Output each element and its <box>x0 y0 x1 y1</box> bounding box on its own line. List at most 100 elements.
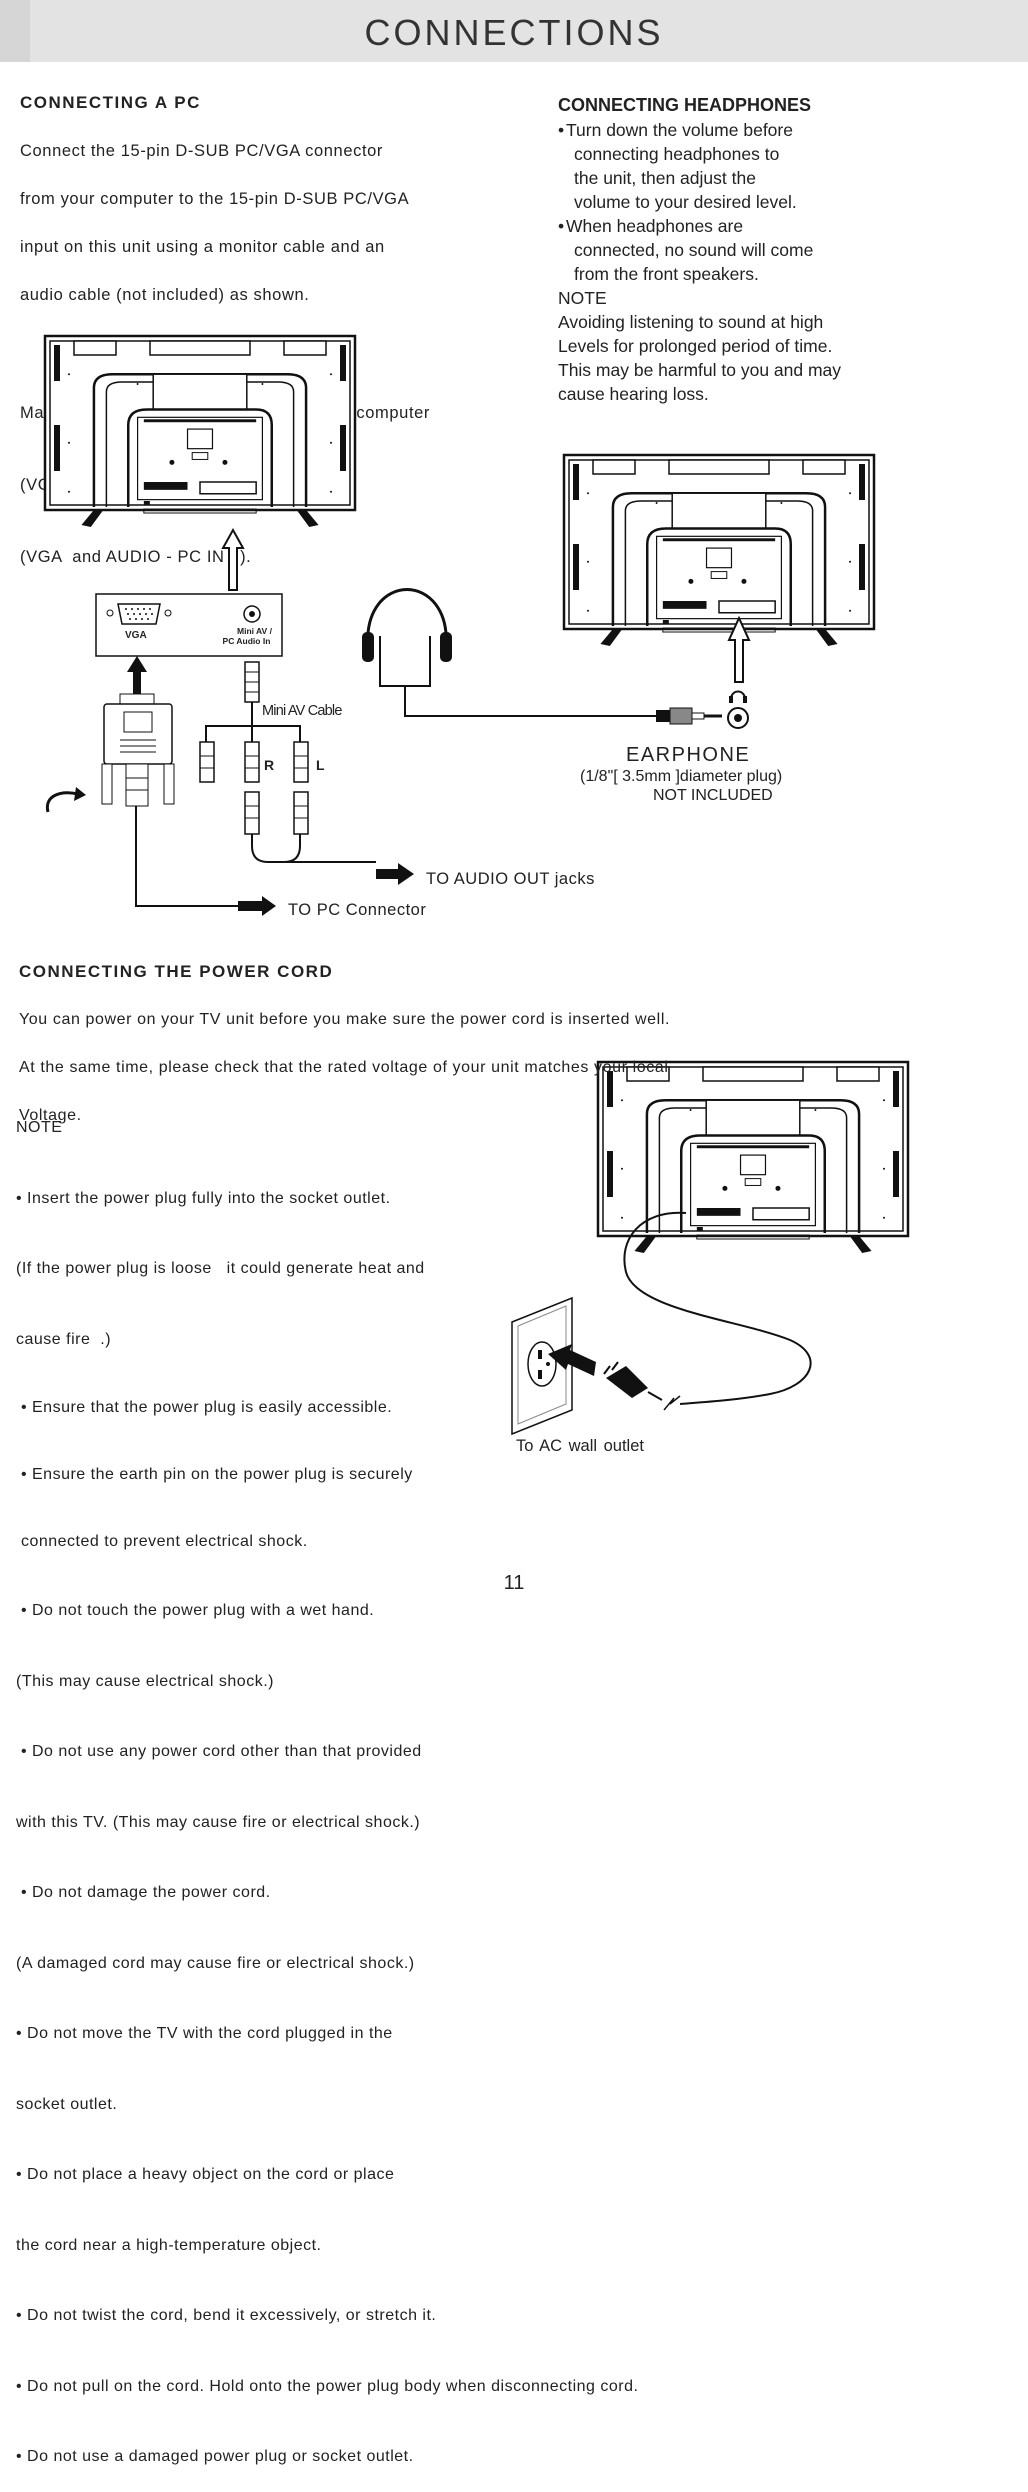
pc-p2-line: (VGA and AUDIO - PC IN ). <box>20 548 252 566</box>
pc-p1-line: Connect the 15-pin D-SUB PC/VGA connecto… <box>20 142 384 160</box>
hp-b1-line: volume to your desired level. <box>574 192 797 212</box>
top-vent <box>668 459 770 475</box>
vent-slot <box>893 1151 899 1197</box>
headphones-icon <box>362 588 452 687</box>
power-note-line: (A damaged cord may cause fire or electr… <box>16 1954 415 1972</box>
top-port-strip <box>662 538 776 542</box>
headphones-heading: CONNECTING HEADPHONES <box>558 95 812 115</box>
audio-in-label: Mini AV / PC Audio In <box>223 626 272 646</box>
vga-cable <box>135 806 238 907</box>
mounting-dot <box>620 1167 623 1170</box>
pc-paragraph-1: Connect the 15-pin D-SUB PC/VGA connecto… <box>20 115 500 331</box>
top-vent <box>592 459 636 475</box>
hp-note-line: Levels for prolonged period of time. <box>558 336 833 356</box>
up-arrow-icon <box>727 615 751 683</box>
mounting-dot <box>814 1109 817 1111</box>
rear-panel <box>679 1134 827 1233</box>
power-note-line: • Do not use any power cord other than t… <box>16 1743 422 1760</box>
tv-leg <box>634 1236 657 1253</box>
power-plug-icon <box>603 1361 663 1401</box>
up-arrow-icon <box>127 656 147 696</box>
port-block <box>199 481 257 495</box>
hp-b1-line: Turn down the volume before <box>566 120 793 140</box>
mounting-dot <box>883 1167 886 1170</box>
rear-panel <box>126 408 274 507</box>
mounting-dot <box>136 383 139 385</box>
screw-icon <box>722 1185 728 1191</box>
mounting-dot <box>586 492 589 495</box>
tv-leg <box>81 510 104 527</box>
top-vent <box>73 340 117 356</box>
vent-slot <box>340 425 346 471</box>
port-strip <box>662 601 707 609</box>
mounting-dot <box>849 560 852 563</box>
center-vent <box>705 1099 801 1137</box>
page-number: 11 <box>503 1572 525 1594</box>
power-note-line: (If the power plug is loose it could gen… <box>16 1260 425 1277</box>
top-vent <box>702 1066 804 1082</box>
mounting-dot <box>261 383 264 385</box>
cord-break-icon <box>663 1395 681 1411</box>
up-arrow-icon <box>221 527 245 591</box>
rotate-arrow-icon <box>45 791 79 813</box>
mounting-dot <box>330 490 333 493</box>
l-label: L <box>316 757 325 773</box>
power-note-line: the cord near a high-temperature object. <box>16 2236 322 2254</box>
power-port-icon <box>662 620 669 624</box>
tv-back-illustration-pc <box>43 334 357 527</box>
mounting-dot <box>883 1216 886 1219</box>
power-connection-diagram <box>511 1211 812 1436</box>
hp-b2-line: connected, no sound will come <box>574 240 814 260</box>
label-plate <box>739 1154 767 1176</box>
power-note-line: • Insert the power plug fully into the s… <box>16 1189 391 1207</box>
power-note-line: • Do not move the TV with the cord plugg… <box>16 2025 393 2042</box>
label-tag <box>744 1178 762 1186</box>
power-note-line: • Do not damage the power cord. <box>16 1884 271 1901</box>
audio-cable <box>251 834 301 863</box>
mounting-dot <box>689 1109 692 1111</box>
power-p-line: At the same time, please check that the … <box>19 1059 669 1076</box>
top-vent <box>283 340 327 356</box>
mounting-dot <box>67 441 70 444</box>
bottom-edge <box>662 627 776 633</box>
mounting-dot <box>849 492 852 495</box>
power-note-line: • Do not place a heavy object on the cor… <box>16 2166 395 2183</box>
rca-plug-icon <box>199 741 309 835</box>
vent-slot <box>54 345 60 381</box>
pc-p1-line: audio cable (not included) as shown. <box>20 286 310 304</box>
tv-leg <box>815 629 838 646</box>
vent-slot <box>859 544 865 590</box>
power-note-line: (This may cause electrical shock.) <box>16 1672 274 1690</box>
audio-in-line: PC Audio In <box>222 636 271 646</box>
hp-note-line: cause hearing loss. <box>558 384 709 404</box>
port-block <box>718 600 776 614</box>
mini-av-plug-icon <box>244 661 260 703</box>
vent-slot <box>573 544 579 590</box>
page-title: CONNECTIONS <box>364 12 664 53</box>
to-audio-out-label: TO AUDIO OUT jacks <box>426 870 595 888</box>
vga-label: VGA <box>125 630 147 641</box>
mounting-dot <box>620 1216 623 1219</box>
hp-b2-line: When headphones are <box>566 216 744 236</box>
power-note-line: • Do not twist the cord, bend it excessi… <box>16 2307 437 2324</box>
power-cord <box>623 1211 812 1405</box>
bullet-dot-icon: • <box>558 216 565 236</box>
header-tab <box>0 0 30 62</box>
audio-in-line: Mini AV / <box>237 626 272 636</box>
vent-slot <box>607 1151 613 1197</box>
port-strip <box>143 482 188 490</box>
mounting-dot <box>620 1099 623 1102</box>
tv-back-illustration-power <box>596 1060 910 1253</box>
top-vent <box>836 1066 880 1082</box>
right-arrow-icon <box>238 896 276 916</box>
mounting-dot <box>330 441 333 444</box>
bottom-edge <box>143 508 257 514</box>
vent-slot <box>54 425 60 471</box>
left-arrow-icon <box>548 1344 596 1376</box>
port-strip <box>696 1208 741 1216</box>
vent-slot <box>893 1071 899 1107</box>
screw-icon <box>164 609 172 617</box>
top-vent <box>802 459 846 475</box>
label-tag <box>191 452 209 460</box>
mounting-dot <box>883 1099 886 1102</box>
